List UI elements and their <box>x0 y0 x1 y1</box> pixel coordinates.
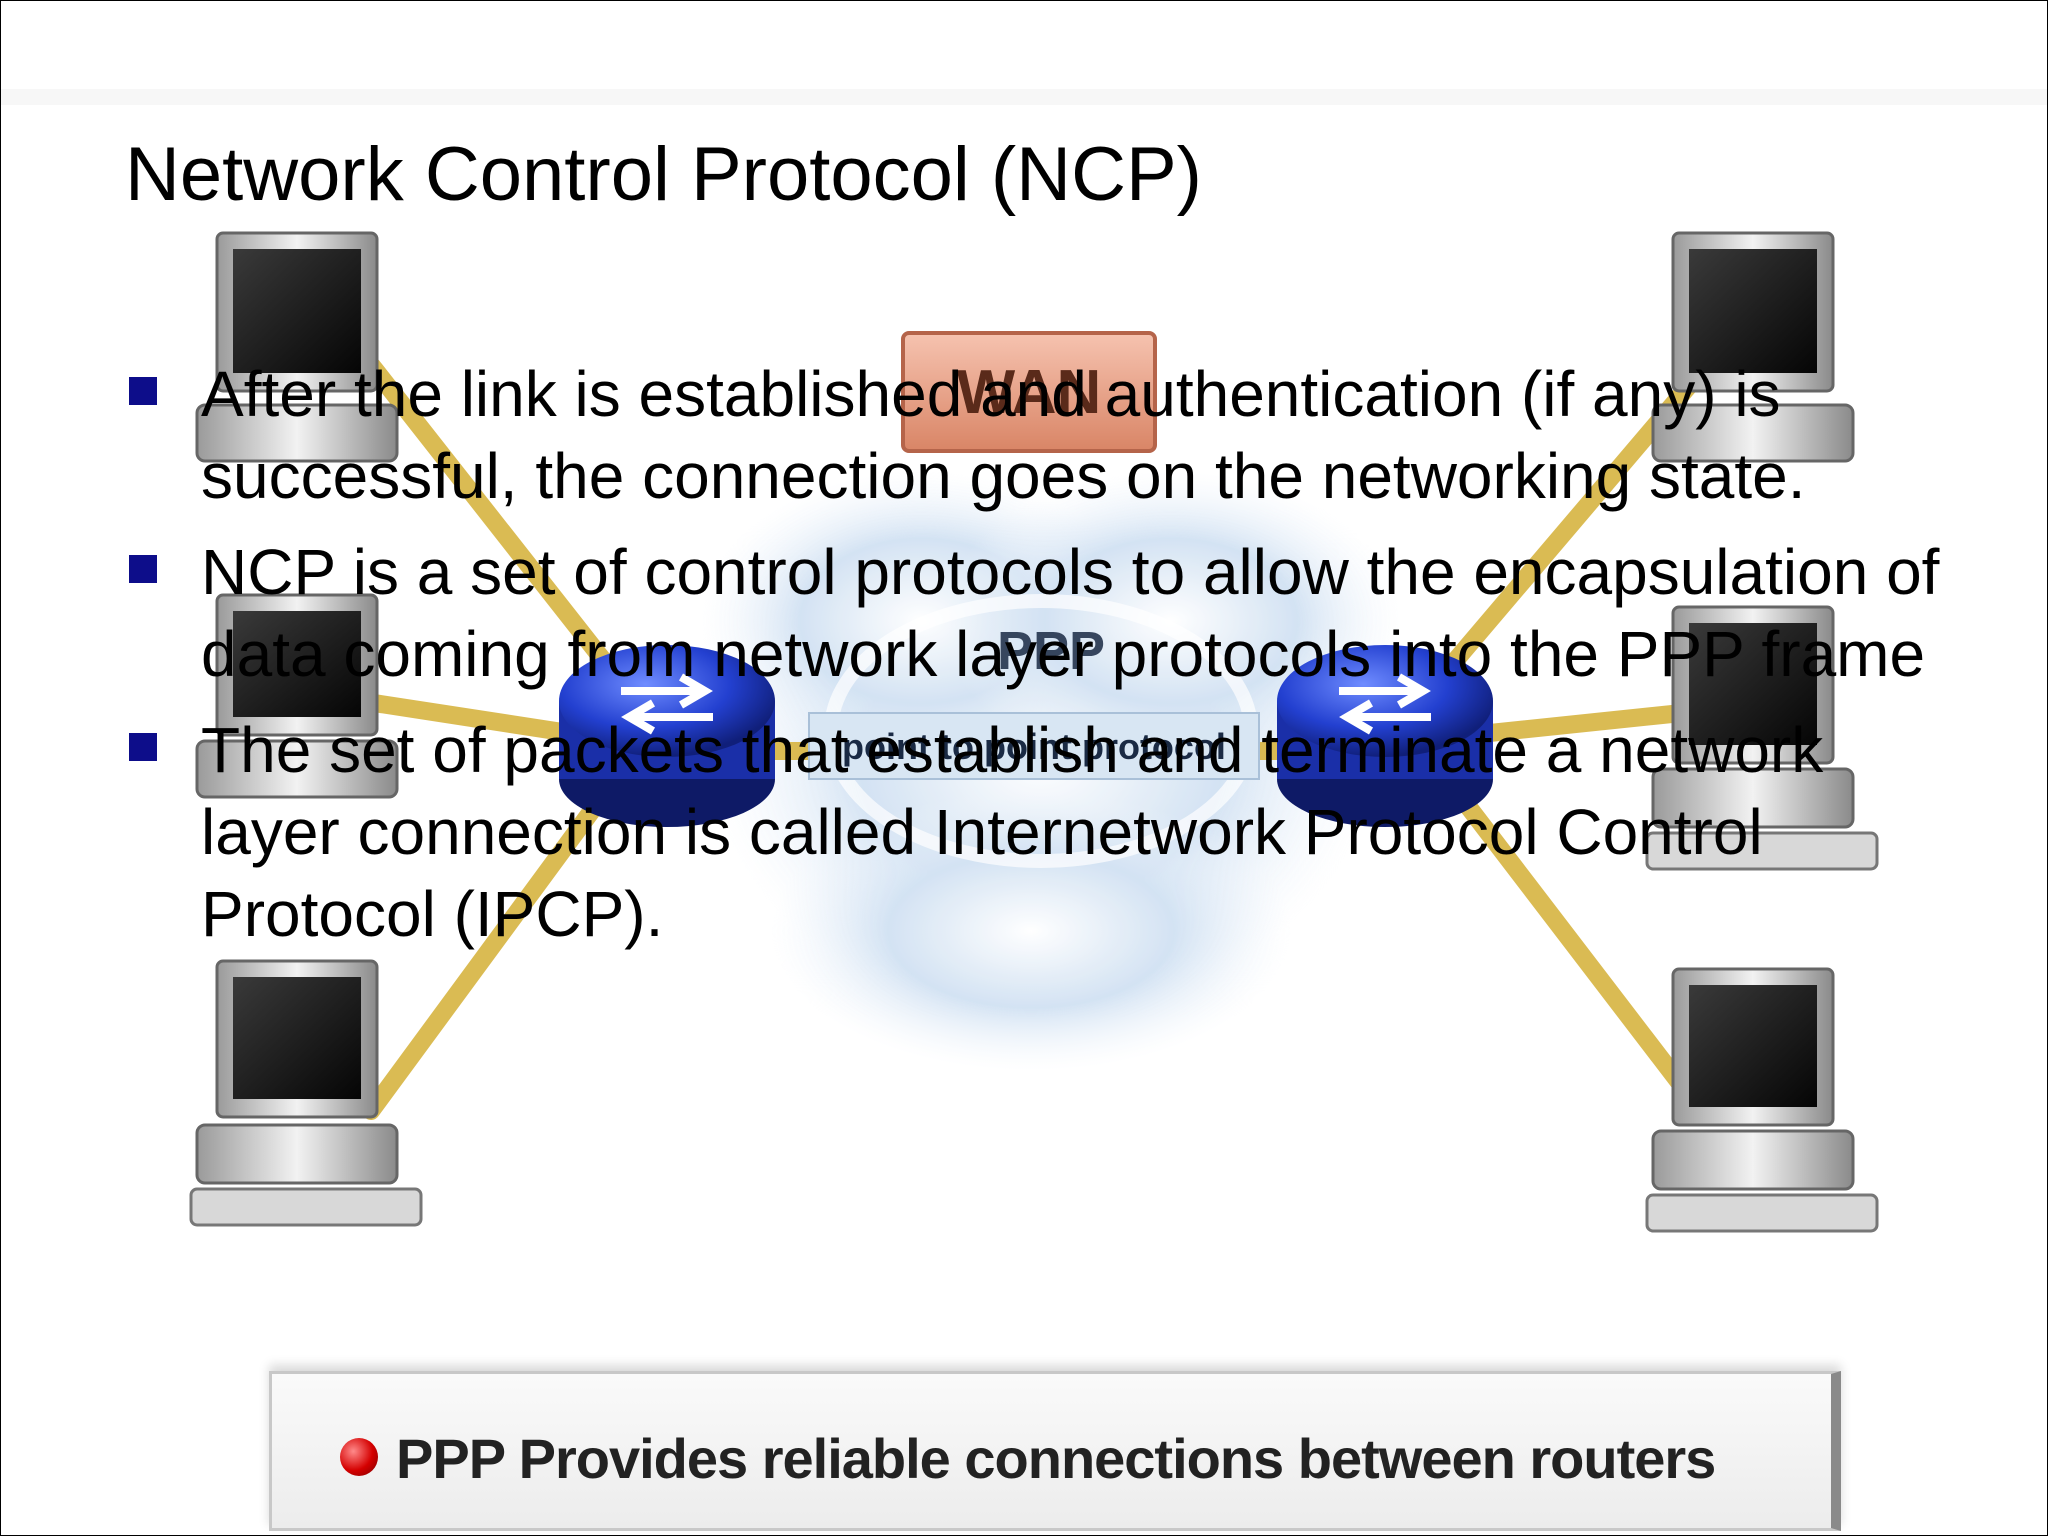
diagram-caption-text: PPP Provides reliable connections betwee… <box>396 1427 1716 1490</box>
ppp-sublabel-text: point to point protocol <box>842 726 1226 767</box>
ppp-label-box: point to point protocol <box>808 712 1260 780</box>
bullet-text: The set of packets that establish and te… <box>201 714 1824 950</box>
square-bullet-icon <box>129 377 157 405</box>
bullet-item: The set of packets that establish and te… <box>125 709 1955 955</box>
bullet-text: NCP is a set of control protocols to all… <box>201 536 1940 690</box>
square-bullet-icon <box>129 555 157 583</box>
computer-right-top <box>1651 231 1855 463</box>
wan-box: WAN <box>901 331 1157 453</box>
router-right <box>1277 645 1493 827</box>
slide-title: Network Control Protocol (NCP) <box>125 132 1202 217</box>
computer-right-bottom <box>1645 967 1879 1233</box>
computer-left-bottom <box>189 959 423 1227</box>
bullet-item: After the link is established and authen… <box>125 353 1955 517</box>
computer-left-top <box>195 231 399 463</box>
computer-right-middle <box>1645 605 1879 871</box>
red-dot-icon <box>340 1438 378 1476</box>
computer-left-middle <box>195 593 399 799</box>
diagram-caption-box: PPP Provides reliable connections betwee… <box>269 1371 1841 1531</box>
bullet-list: After the link is established and authen… <box>125 353 1955 969</box>
wan-label-text: WAN <box>957 358 1102 427</box>
router-left <box>559 645 775 827</box>
square-bullet-icon <box>129 733 157 761</box>
bullet-text: After the link is established and authen… <box>201 358 1806 512</box>
bullet-item: NCP is a set of control protocols to all… <box>125 531 1955 695</box>
ppp-label-text: PPP <box>997 621 1105 681</box>
